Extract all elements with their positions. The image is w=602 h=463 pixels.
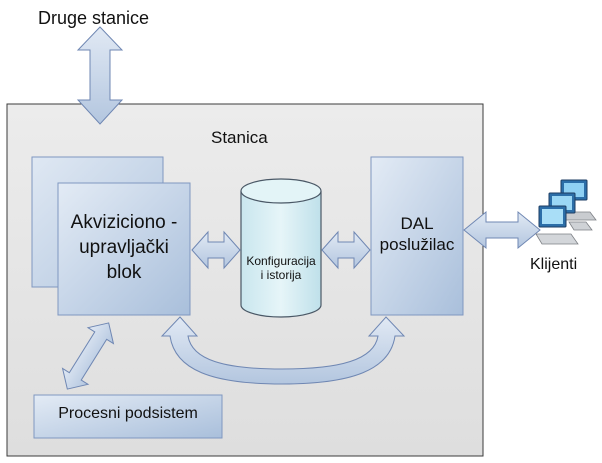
process-subsystem-label: Procesni podsistem	[58, 405, 198, 422]
process-subsystem-box	[33, 394, 223, 439]
dal-server-box	[370, 156, 464, 316]
database-cylinder	[240, 178, 322, 318]
acq-block-line-1: Akviziciono -	[70, 212, 178, 233]
station-label: Stanica	[211, 128, 268, 147]
arrow-acq-dal-curved	[160, 316, 406, 385]
acq-block-label: Akviziciono - upravljački blok	[59, 210, 189, 285]
arrow-dal-clients	[463, 210, 541, 250]
arrow-database-dal	[321, 230, 371, 270]
database-line-1: Konfiguracija	[246, 254, 316, 268]
clients-label: Klijenti	[530, 256, 578, 273]
other-stations-label: Druge stanice	[38, 8, 150, 28]
acq-block-line-2: upravljački	[79, 237, 169, 258]
arrow-other-stations	[76, 26, 124, 125]
arrow-acq-database	[191, 230, 241, 270]
acq-block	[57, 182, 191, 316]
dal-server-line-2: poslužilac	[379, 235, 455, 254]
database-line-2: i istorija	[260, 268, 302, 282]
computers-icon	[535, 179, 597, 245]
arrow-acq-process	[61, 322, 115, 390]
dal-server-line-1: DAL	[400, 214, 434, 233]
dal-server-label: DAL poslužilac	[371, 213, 463, 255]
database-label: Konfiguracija i istorija	[241, 254, 321, 282]
acq-block-line-3: blok	[106, 262, 142, 283]
